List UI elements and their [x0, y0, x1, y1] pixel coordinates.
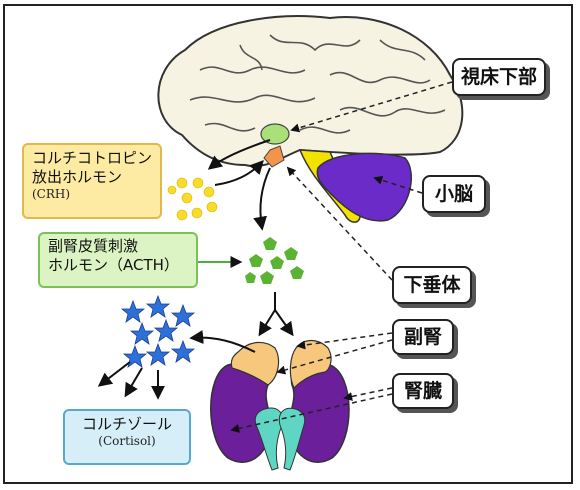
cortisol-name: コルチゾール	[81, 415, 172, 433]
cortisol-latin: (Cortisol)	[98, 433, 156, 448]
right-kidney	[278, 339, 350, 471]
cerebellum-shape	[316, 152, 412, 222]
diagram-frame	[3, 4, 573, 484]
cerebellum-label: 小脳	[422, 175, 486, 213]
crh-molecules	[167, 177, 218, 221]
crh-line1: コルチコトロピン	[32, 149, 153, 167]
right-adrenal-shape	[289, 339, 332, 390]
adrenal-label: 副腎	[392, 319, 454, 355]
pituitary-shape	[263, 145, 285, 168]
flow-arrows	[97, 139, 294, 400]
acth-label: 副腎皮質刺激 ホルモン（ACTH）	[38, 232, 198, 288]
cortisol-molecules	[120, 294, 196, 368]
hypothalamus-label: 視床下部	[452, 58, 546, 96]
kidney-label: 腎臓	[392, 373, 454, 409]
cortisol-label: コルチゾール (Cortisol)	[63, 409, 191, 465]
left-kidney	[210, 341, 284, 471]
acth-line2: ホルモン（ACTH）	[48, 255, 179, 274]
left-adrenal-shape	[230, 341, 280, 386]
hypothalamus-shape	[260, 123, 290, 145]
acth-molecules	[245, 237, 304, 284]
crh-abbr: (CRH)	[32, 186, 71, 201]
pituitary-label: 下垂体	[392, 266, 472, 304]
acth-line1: 副腎皮質刺激	[48, 237, 139, 255]
pointer-lines	[230, 81, 453, 433]
crh-label: コルチコトロピン 放出ホルモン (CRH)	[22, 143, 162, 219]
brain-cerebrum	[157, 15, 464, 168]
crh-line2: 放出ホルモン	[32, 167, 123, 186]
